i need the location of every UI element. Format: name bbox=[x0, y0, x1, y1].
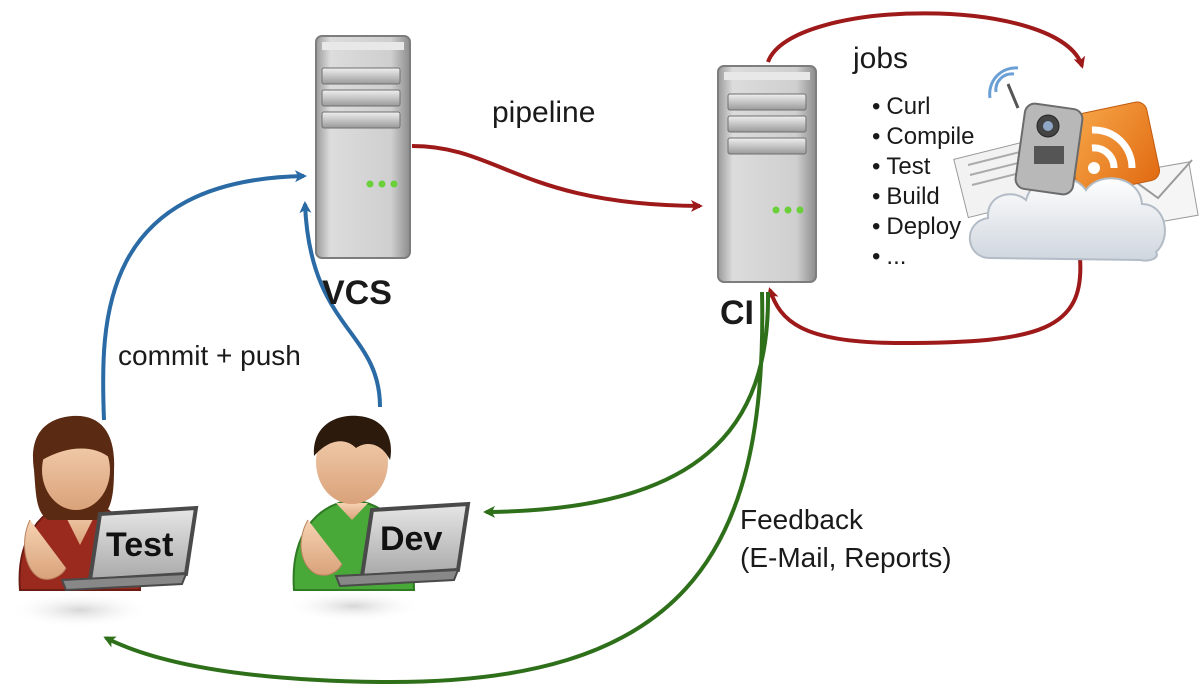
pipeline-arrow bbox=[411, 144, 703, 212]
vcs-label: VCS bbox=[322, 274, 392, 312]
jobs-list-item: Deploy bbox=[872, 212, 974, 242]
laptop-icon bbox=[334, 501, 471, 588]
pipeline-label: pipeline bbox=[492, 96, 596, 129]
jobs-list: Curl Compile Test Build Deploy ... bbox=[872, 92, 974, 272]
jobs-list-item: Compile bbox=[872, 122, 974, 152]
dev-user-label: Dev bbox=[380, 520, 443, 558]
vcs-server-icon bbox=[315, 35, 411, 259]
test-user-label: Test bbox=[106, 526, 174, 564]
ci-label: CI bbox=[720, 294, 754, 332]
jobs-list-item: Curl bbox=[872, 92, 974, 122]
feedback-arrow-test bbox=[103, 291, 765, 685]
feedback-label: Feedback bbox=[740, 504, 863, 535]
jobs-list-item: ... bbox=[872, 242, 974, 272]
jobs-out-arrow bbox=[766, 11, 1086, 69]
laptop-icon bbox=[60, 505, 199, 592]
commit-push-arrow-test bbox=[101, 170, 307, 421]
feedback-arrow-dev bbox=[483, 291, 771, 518]
jobs-cloud-icon bbox=[953, 66, 1199, 262]
phone-icon bbox=[988, 66, 1084, 196]
jobs-list-item: Build bbox=[872, 182, 974, 212]
ci-server-icon bbox=[717, 65, 817, 283]
commit-push-arrow-dev bbox=[299, 201, 382, 408]
rss-icon bbox=[1063, 101, 1161, 195]
commit-push-label: commit + push bbox=[118, 340, 301, 371]
test-user-avatar bbox=[8, 415, 199, 628]
jobs-return-arrow bbox=[767, 257, 1083, 346]
dev-user-avatar bbox=[284, 415, 471, 622]
jobs-title: jobs bbox=[853, 42, 909, 75]
feedback-detail-label: (E-Mail, Reports) bbox=[740, 542, 952, 573]
jobs-list-item: Test bbox=[872, 152, 974, 182]
